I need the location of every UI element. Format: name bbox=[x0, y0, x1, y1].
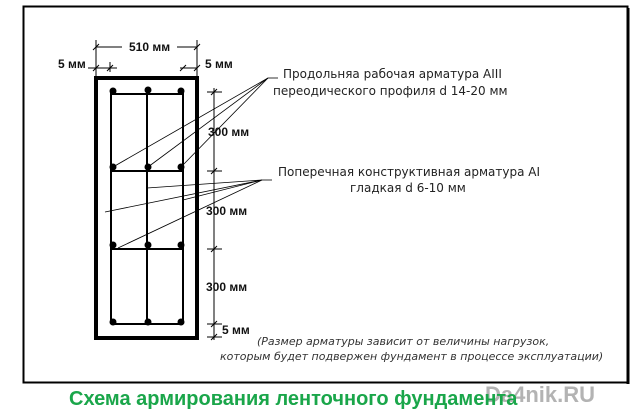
rebar-cage bbox=[110, 92, 184, 325]
vertical-dimension-lines bbox=[207, 88, 222, 341]
note-line1: (Размер арматуры зависит от величины наг… bbox=[257, 335, 549, 348]
transverse-rebar-label-line2: гладкая d 6-10 мм bbox=[350, 181, 466, 195]
cover-left-label: 5 мм bbox=[58, 57, 86, 71]
rebar-dots bbox=[109, 86, 185, 326]
spacing-1-label: 300 мм bbox=[208, 125, 249, 139]
spacing-2-label: 300 мм bbox=[206, 204, 247, 218]
leader-lines bbox=[104, 77, 278, 249]
foundation-outline bbox=[94, 76, 199, 340]
longitudinal-rebar-label-line2: переодического профиля d 14-20 мм bbox=[273, 84, 508, 98]
width-total-label: 510 мм bbox=[129, 40, 170, 54]
watermark: Da4nik.RU bbox=[485, 382, 595, 407]
cover-right-label: 5 мм bbox=[205, 57, 233, 71]
cover-bottom-label: 5 мм bbox=[222, 323, 250, 337]
top-dimension-lines bbox=[88, 40, 201, 76]
caption: Схема армирования ленточного фундамента bbox=[69, 388, 518, 410]
transverse-rebar-label-line1: Поперечная конструктивная арматура AI bbox=[278, 165, 540, 179]
note-line2: которым будет подвержен фундамент в проц… bbox=[220, 350, 603, 363]
longitudinal-rebar-label-line1: Продольняа рабочая арматура AIII bbox=[283, 67, 502, 81]
spacing-3-label: 300 мм bbox=[206, 280, 247, 294]
diagram-frame bbox=[22, 5, 629, 384]
